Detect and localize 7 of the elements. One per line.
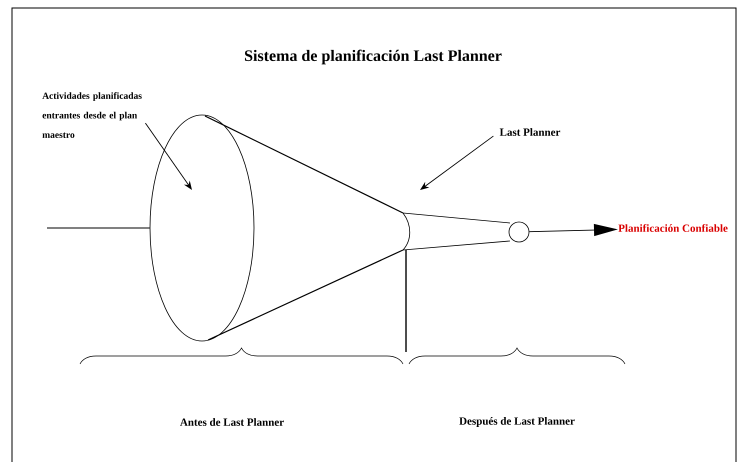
output-text: Planificación Confiable [618, 224, 728, 232]
section-label: Antes de Last Planner [180, 418, 284, 426]
title: Sistema de planificación Last Planner [244, 50, 502, 64]
annotation-text: Last Planner [500, 128, 560, 136]
circle [508, 222, 530, 242]
section-label: Después de Last Planner [459, 417, 575, 427]
annotation-text: Actividades planificadas entrantes desde el plan maestro [42, 92, 142, 138]
